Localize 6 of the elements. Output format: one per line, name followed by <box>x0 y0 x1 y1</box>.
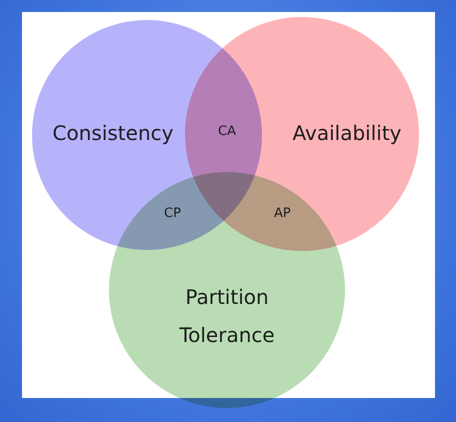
set-label: Partition Tolerance <box>178 284 276 349</box>
intersection-label: AP <box>274 206 291 221</box>
intersection-label: CP <box>164 206 181 221</box>
intersection-label: CA <box>218 124 236 139</box>
set-label: Availability <box>291 120 402 147</box>
set-label: Consistency <box>52 120 174 147</box>
